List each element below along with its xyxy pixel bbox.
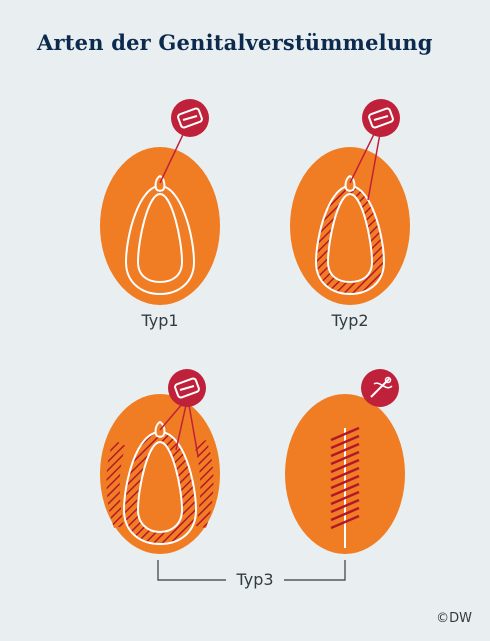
type3-sutured-illustration: [285, 369, 405, 554]
type3-excision-illustration: [100, 369, 220, 554]
type1-clitoris: [156, 176, 165, 191]
type1-illustration: [100, 99, 220, 305]
type2-illustration: [290, 99, 410, 305]
type3-label: Typ3: [230, 570, 280, 589]
copyright: ©DW: [436, 611, 472, 626]
type1-label: Typ1: [135, 311, 185, 330]
razor-blade-icon: [168, 369, 206, 407]
needle-thread-icon: [361, 369, 399, 407]
razor-blade-icon: [362, 99, 400, 137]
type2-label: Typ2: [325, 311, 375, 330]
razor-blade-icon: [171, 99, 209, 137]
